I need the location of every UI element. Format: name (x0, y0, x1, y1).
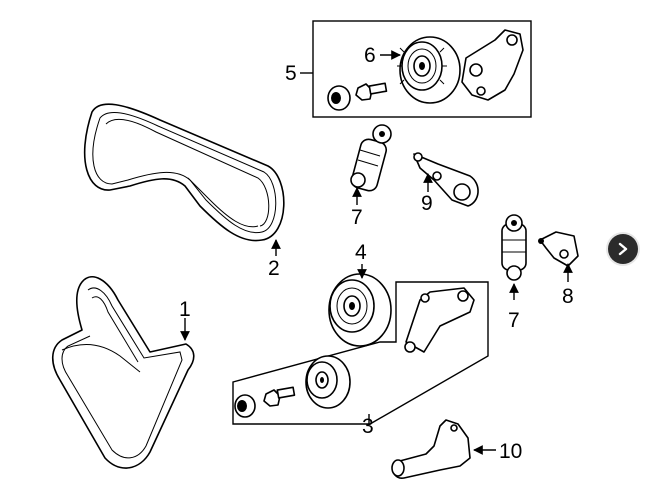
next-button[interactable] (608, 234, 638, 264)
bolt-5 (355, 82, 388, 101)
callout-4: 4 (355, 241, 367, 264)
bolt-3 (263, 386, 296, 407)
drive-belt-2 (83, 103, 285, 242)
callout-7b: 7 (508, 309, 520, 332)
bracket-10 (391, 419, 471, 479)
part-group-3: 3 (232, 281, 489, 438)
callout-1: 1 (179, 298, 191, 321)
callout-5: 5 (285, 62, 297, 85)
chevron-right-icon (618, 242, 628, 256)
callout-8: 8 (562, 285, 574, 308)
tensioner-bracket-9 (413, 152, 479, 207)
drive-belt-1 (51, 276, 195, 469)
dust-cap-3 (234, 394, 256, 418)
callout-6: 6 (364, 44, 376, 67)
part-group-5: 5 (285, 20, 532, 118)
idler-pulley-4 (328, 273, 392, 347)
callout-3: 3 (362, 415, 374, 438)
callout-9: 9 (421, 192, 433, 215)
bracket-8 (538, 231, 579, 267)
dust-cap (327, 85, 351, 111)
tensioner-bracket-3 (404, 287, 475, 353)
callout-7a: 7 (351, 206, 363, 229)
belt-tensioner-7-upper (350, 124, 392, 192)
idler-pulley-3 (305, 355, 351, 409)
callout-10: 10 (499, 440, 522, 463)
idler-pulley-6 (397, 36, 461, 104)
callout-2: 2 (268, 257, 280, 280)
tensioner-bracket-5 (461, 29, 524, 101)
belt-tensioner-7-lower (501, 214, 527, 281)
